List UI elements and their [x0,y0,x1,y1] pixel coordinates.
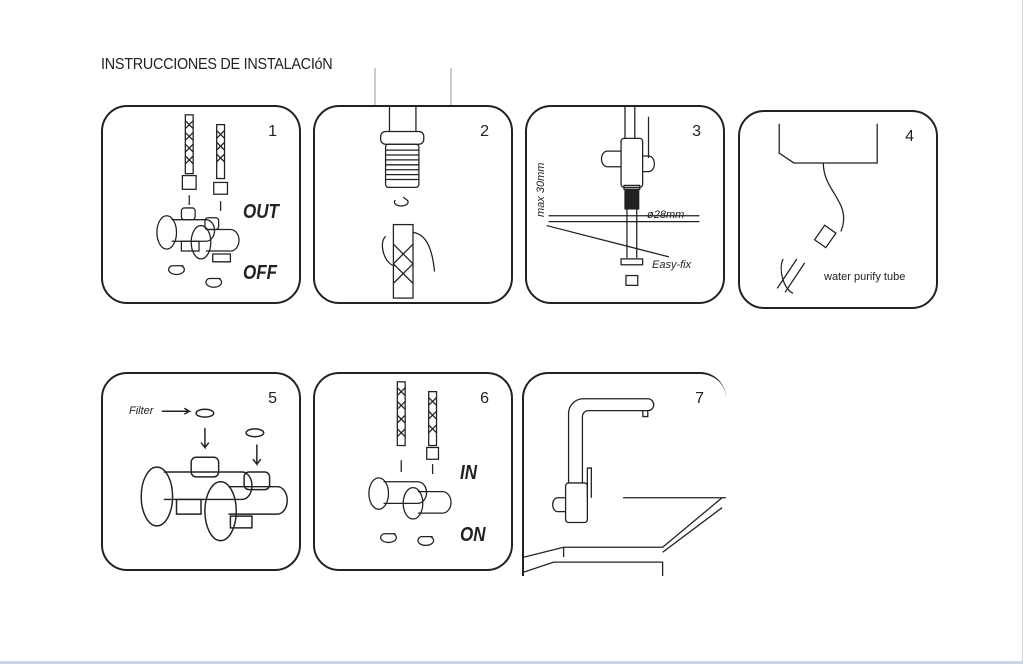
filter-install-illustration [140,407,288,542]
step-number: 5 [268,390,277,407]
installed-faucet-illustration [524,398,726,576]
on-label: ON [460,524,486,546]
step-number: 6 [480,390,489,407]
step-3-panel: 3 max 30mm ø28mm Easy-fix [525,105,725,304]
step-number: 4 [905,128,914,145]
step-6-panel: 6 IN ON [313,372,513,571]
page-title: INSTRUCCIONES DE INSTALACIóN [101,56,333,73]
water-purify-tube-label: water purify tube [824,271,906,283]
in-label: IN [460,462,477,484]
hole-diameter-label: ø28mm [647,209,685,221]
step-5-panel: 5 Filter [101,372,301,571]
faucet-mounting-illustration [546,107,700,286]
off-label: OFF [243,262,277,284]
step-number: 3 [692,123,701,140]
step-number: 1 [268,123,277,140]
purifier-connection-illustration [776,123,878,294]
step-7-panel: 7 [522,372,726,576]
max-thickness-label: max 30mm [535,162,547,217]
step-4-panel: 4 water purify tube [738,110,938,309]
thread-hose-illustration [380,107,436,299]
step-1-panel: 1 OUT OFF [101,105,301,304]
valve-hose-illustration [156,114,240,288]
valve-connect-illustration [368,381,452,546]
step-number: 2 [480,123,489,140]
out-label: OUT [243,201,279,223]
easy-fix-label: Easy-fix [652,259,692,271]
step-2-panel: 2 [313,105,513,304]
step-number: 7 [695,390,704,407]
filter-label: Filter [129,405,154,417]
